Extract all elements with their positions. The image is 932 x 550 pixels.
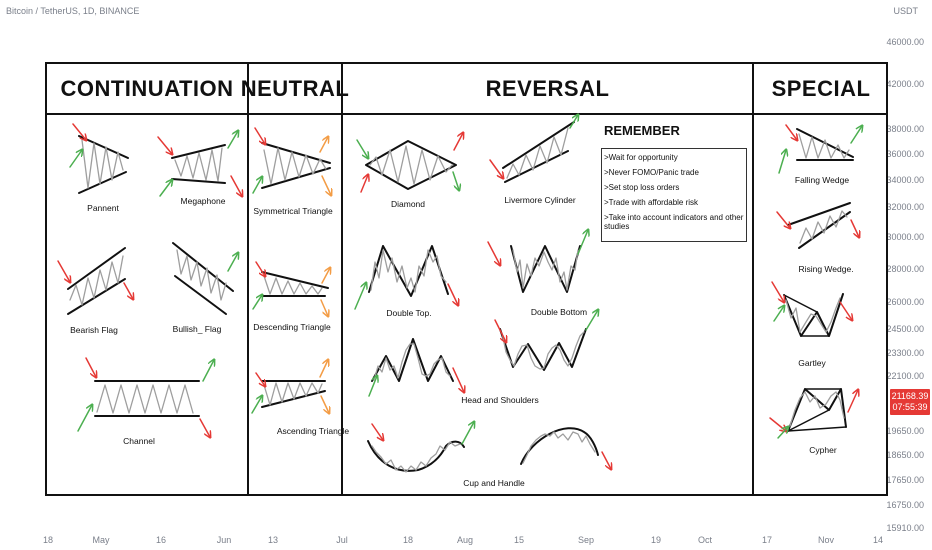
label-double-bottom: Double Bottom xyxy=(530,307,588,317)
time-tick: Nov xyxy=(817,535,835,545)
diamond-pattern xyxy=(356,133,463,193)
gartley-pattern xyxy=(771,281,852,337)
time-tick: Oct xyxy=(697,535,713,545)
label-livermore-cylinder: Livermore Cylinder xyxy=(504,195,576,205)
bullish-flag-pattern xyxy=(172,242,238,315)
time-tick: May xyxy=(92,535,110,545)
label-bullish-flag: Bullish_ Flag xyxy=(172,324,222,334)
price-tick: 23300.00 xyxy=(886,348,924,358)
price-tick: 18650.00 xyxy=(886,450,924,460)
label-gartley: Gartley xyxy=(798,358,826,368)
time-tick: Sep xyxy=(577,535,595,545)
symmetrical-triangle-pattern xyxy=(252,127,331,195)
remember-item: >Take into account indicators and other … xyxy=(604,213,744,231)
price-tick: 19650.00 xyxy=(886,426,924,436)
label-channel: Channel xyxy=(123,436,155,446)
current-price-badge: 21168.39 07:55:39 xyxy=(890,389,930,415)
current-price: 21168.39 xyxy=(891,391,929,401)
column-divider xyxy=(752,64,754,494)
ascending-triangle-pattern xyxy=(251,360,329,413)
price-tick: 46000.00 xyxy=(886,37,924,47)
megaphone-pattern xyxy=(157,131,242,196)
time-tick: 13 xyxy=(267,535,279,545)
label-rising-wedge: Rising Wedge. xyxy=(798,264,854,274)
livermore-cylinder-pattern xyxy=(489,115,578,183)
column-divider xyxy=(247,64,249,494)
time-tick: Aug xyxy=(456,535,474,545)
cup-and-handle-pattern xyxy=(520,427,611,469)
falling-wedge-pattern xyxy=(778,125,862,174)
price-tick: 22100.00 xyxy=(886,371,924,381)
label-falling-wedge: Falling Wedge xyxy=(794,175,850,185)
time-tick: 14 xyxy=(872,535,884,545)
bar-countdown: 07:55:39 xyxy=(892,402,928,412)
price-tick: 17650.00 xyxy=(886,475,924,485)
price-tick: 34000.00 xyxy=(886,175,924,185)
time-tick: 19 xyxy=(650,535,662,545)
remember-item: >Trade with affordable risk xyxy=(604,198,699,207)
cup-with-handle-left-pattern xyxy=(367,422,474,473)
remember-item: >Never FOMO/Panic trade xyxy=(604,168,699,177)
price-tick: 38000.00 xyxy=(886,124,924,134)
pannent-pattern xyxy=(69,123,129,194)
label-diamond: Diamond xyxy=(390,199,426,209)
remember-title: REMEMBER xyxy=(604,123,680,138)
time-tick: 18 xyxy=(42,535,54,545)
remember-box: >Wait for opportunity >Never FOMO/Panic … xyxy=(601,148,747,242)
price-tick: 15910.00 xyxy=(886,523,924,533)
price-tick: 42000.00 xyxy=(886,79,924,89)
time-axis[interactable]: 18 May 16 Jun 13 Jul 18 Aug 15 Sep 19 Oc… xyxy=(0,530,884,550)
category-special: SPECIAL xyxy=(771,75,871,101)
channel-pattern xyxy=(77,358,214,437)
label-double-top: Double Top. xyxy=(386,308,432,318)
double-top-pattern xyxy=(354,245,458,310)
price-tick: 32000.00 xyxy=(886,202,924,212)
price-tick: 36000.00 xyxy=(886,149,924,159)
cypher-pattern xyxy=(769,389,858,439)
time-tick: Jul xyxy=(336,535,348,545)
bearish-flag-pattern xyxy=(57,247,133,315)
label-cypher: Cypher xyxy=(809,445,837,455)
remember-item: >Set stop loss orders xyxy=(604,183,680,192)
double-bottom-pattern xyxy=(487,230,588,293)
price-tick: 24500.00 xyxy=(886,324,924,334)
price-unit: USDT xyxy=(893,6,919,16)
price-tick: 28000.00 xyxy=(886,264,924,274)
label-ascending-triangle: Ascending Triangle xyxy=(276,426,350,436)
time-tick: 18 xyxy=(402,535,414,545)
category-neutral: NEUTRAL xyxy=(240,75,350,101)
label-bearish-flag: Bearish Flag xyxy=(70,325,118,335)
time-tick: Jun xyxy=(216,535,232,545)
label-symmetrical-triangle: Symmetrical Triangle xyxy=(253,206,333,216)
descending-triangle-pattern xyxy=(252,261,330,316)
time-tick: 17 xyxy=(761,535,773,545)
price-tick: 16750.00 xyxy=(886,500,924,510)
header-divider xyxy=(47,113,886,115)
column-divider xyxy=(341,64,343,494)
remember-item: >Wait for opportunity xyxy=(604,153,678,162)
time-tick: 16 xyxy=(155,535,167,545)
category-reversal: REVERSAL xyxy=(485,75,610,101)
label-descending-triangle: Descending Triangle xyxy=(253,322,331,332)
chart-title: Bitcoin / TetherUS, 1D, BINANCE xyxy=(6,6,140,16)
inverse-head-shoulders-pattern xyxy=(494,310,598,371)
head-and-shoulders-pattern xyxy=(368,338,464,397)
price-tick: 30000.00 xyxy=(886,232,924,242)
pattern-board: CONTINUATION NEUTRAL REVERSAL SPECIAL xyxy=(45,62,888,496)
label-head-and-shoulders: Head and Shoulders xyxy=(461,395,539,405)
label-pannent: Pannent xyxy=(87,203,119,213)
label-megaphone: Megaphone xyxy=(180,196,226,206)
category-continuation: CONTINUATION xyxy=(60,75,234,101)
time-tick: 15 xyxy=(513,535,525,545)
rising-wedge-pattern xyxy=(776,202,859,249)
price-axis[interactable]: USDT 46000.00 42000.00 38000.00 36000.00… xyxy=(884,0,932,550)
price-tick: 26000.00 xyxy=(886,297,924,307)
label-cup-and-handle: Cup and Handle xyxy=(463,478,525,488)
